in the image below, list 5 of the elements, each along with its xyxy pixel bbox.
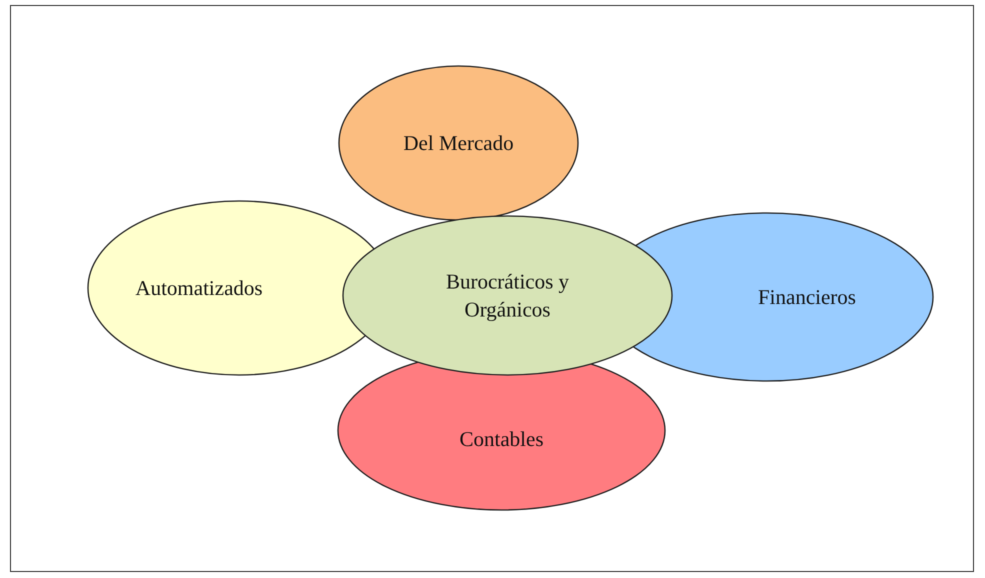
- node-label: Automatizados: [134, 274, 264, 302]
- node-label: Burocráticos y Orgánicos: [444, 268, 570, 324]
- node-label: Financieros: [757, 284, 857, 311]
- node-label: Del Mercado: [402, 130, 515, 157]
- node-label: Contables: [458, 425, 544, 452]
